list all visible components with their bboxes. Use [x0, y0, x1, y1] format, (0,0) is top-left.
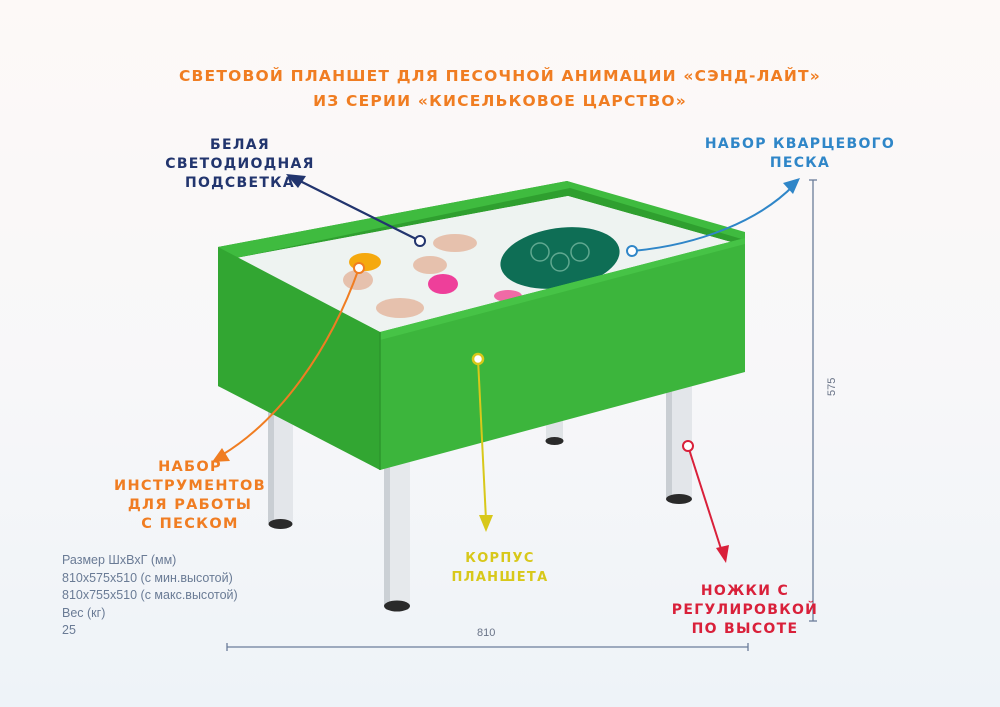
callout-legs: НОЖКИ С РЕГУЛИРОВКОЙ ПО ВЫСОТЕ	[665, 582, 825, 639]
specs-size-max: 810x755x510 (с макс.высотой)	[62, 588, 238, 603]
callout-body-connector	[471, 352, 493, 532]
specs-weight-value: 25	[62, 623, 76, 638]
callout-led-line-1: БЕЛАЯ	[210, 137, 270, 153]
callout-legs-line-1: НОЖКИ С	[700, 583, 790, 599]
callout-legs-line-3: ПО ВЫСОТЕ	[691, 621, 799, 637]
callout-sand-connector	[626, 178, 800, 257]
callout-body-line-2: ПЛАНШЕТА	[451, 570, 549, 585]
width-dimension-label: 810	[477, 627, 496, 639]
specs-size-min: 810x575x510 (с мин.высотой)	[62, 570, 233, 585]
callout-quartz-sand: НАБОР КВАРЦЕВОГО ПЕСКА	[690, 135, 910, 173]
callout-tools-connector	[212, 262, 365, 462]
specs-size-label: Размер ШхВхГ (мм)	[62, 553, 177, 567]
callout-tools-set: НАБОР ИНСТРУМЕНТОВ ДЛЯ РАБОТЫ С ПЕСКОМ	[80, 458, 300, 534]
callout-led-line-3: ПОДСВЕТКА	[184, 175, 296, 191]
callout-legs-line-2: РЕГУЛИРОВКОЙ	[671, 602, 819, 618]
callout-led-line-2: СВЕТОДИОДНАЯ	[165, 156, 315, 172]
height-dimension-line	[809, 179, 817, 622]
callout-tools-line-1: НАБОР	[158, 459, 222, 475]
specs-block: Размер ШхВхГ (мм) 810x575x510 (с мин.выс…	[62, 552, 238, 640]
callout-sand-line-1: НАБОР КВАРЦЕВОГО	[704, 136, 896, 152]
callout-led-backlight: БЕЛАЯ СВЕТОДИОДНАЯ ПОДСВЕТКА	[140, 136, 340, 193]
callout-sand-line-2: ПЕСКА	[769, 155, 831, 171]
title-line-2: ИЗ СЕРИИ «КИСЕЛЬКОВОЕ ЦАРСТВО»	[313, 92, 687, 110]
callout-tools-line-2: ИНСТРУМЕНТОВ	[114, 478, 266, 494]
width-dimension-line	[226, 643, 749, 651]
callout-body-line-1: КОРПУС	[465, 551, 535, 566]
height-dimension-label: 575	[826, 377, 838, 396]
callout-tools-line-3: ДЛЯ РАБОТЫ	[127, 497, 253, 513]
specs-weight-label: Вес (кг)	[62, 605, 106, 620]
callout-tools-line-4: С ПЕСКОМ	[141, 516, 239, 532]
title-line-1: СВЕТОВОЙ ПЛАНШЕТ ДЛЯ ПЕСОЧНОЙ АНИМАЦИИ «…	[178, 67, 822, 85]
callout-legs-connector	[682, 440, 729, 563]
table-body	[218, 181, 745, 470]
callout-led-connector	[286, 174, 426, 247]
callout-body: КОРПУС ПЛАНШЕТА	[420, 549, 580, 587]
